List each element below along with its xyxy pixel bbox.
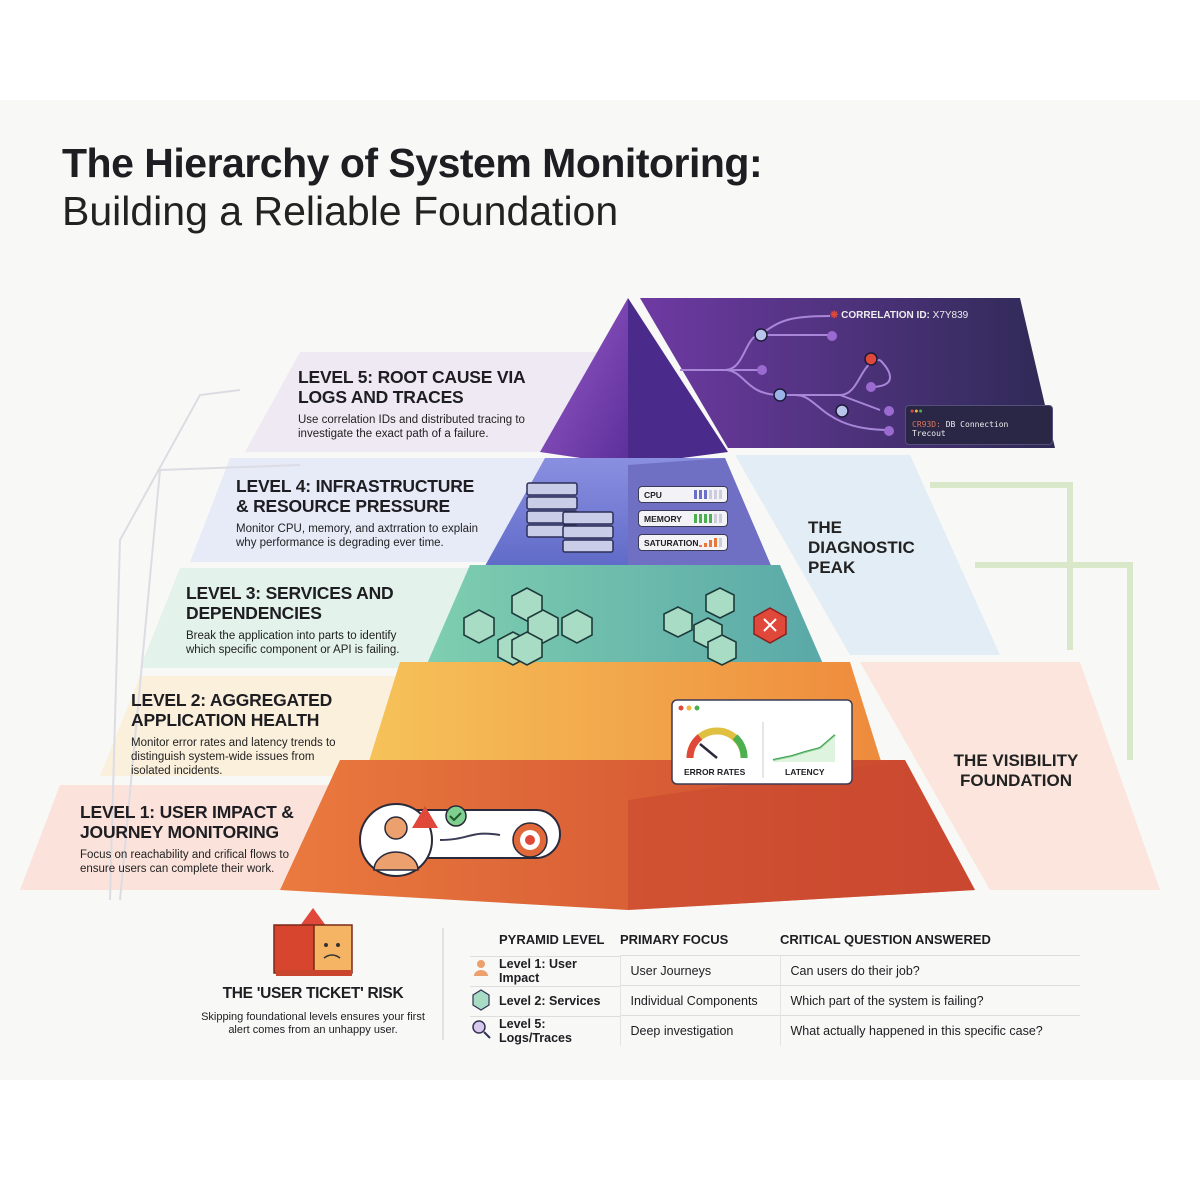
level-3-text: Break the application into parts to iden…	[186, 630, 400, 656]
user-icon	[474, 960, 488, 976]
divider	[442, 928, 444, 1040]
page-title: The Hierarchy of System Monitoring:	[62, 140, 763, 186]
error-rates-label: ERROR RATES	[684, 767, 746, 777]
services-cubes-icon	[463, 587, 737, 666]
level3-panel	[140, 568, 470, 668]
level1-panel	[20, 785, 360, 890]
metric-label: SATURATION	[644, 537, 699, 548]
level-2-text: Monitor error rates and latency trends t…	[131, 737, 336, 777]
correlation-value: X7Y839	[932, 310, 969, 321]
header-focus: PRIMARY FOCUS	[620, 932, 729, 947]
level-2-title: LEVEL 2: AGGREGATED APPLICATION HEALTH	[131, 690, 333, 730]
level-3-title: LEVEL 3: SERVICES AND DEPENDENCIES	[186, 583, 394, 623]
cube-icon	[472, 989, 490, 1011]
server-icon	[526, 482, 614, 553]
user-journey-icon	[359, 803, 561, 877]
cell-focus: Deep investigation	[619, 1015, 780, 1046]
metric-bars	[694, 490, 722, 499]
level-4-text: Monitor CPU, memory, and axtrration to e…	[236, 523, 479, 549]
header-question: CRITICAL QUESTION ANSWERED	[780, 932, 991, 947]
level-5-description: LEVEL 5: ROOT CAUSE VIA LOGS AND TRACES …	[298, 367, 558, 441]
dashboard-window	[671, 699, 853, 785]
failed-service-icon	[753, 607, 787, 644]
table-row: Level 2: Services Individual Components …	[470, 985, 1080, 1016]
page-subtitle: Building a Reliable Foundation	[62, 188, 619, 234]
cell-question: Can users do their job?	[779, 955, 1080, 986]
cell-level: Level 2: Services	[470, 985, 620, 1016]
risk-title: THE 'USER TICKET' RISK	[222, 985, 404, 1002]
level-4-description: LEVEL 4: INFRASTRUCTURE & RESOURCE PRESS…	[236, 476, 486, 550]
level-2-description: LEVEL 2: AGGREGATED APPLICATION HEALTH M…	[131, 690, 346, 778]
cell-level: Level 1: User Impact	[470, 955, 620, 986]
log-terminal: ●●● CR93D: DB Connection Trecout	[905, 405, 1053, 445]
metric-cpu: CPU	[638, 486, 728, 503]
level-1-title: LEVEL 1: USER IMPACT & JOURNEY MONITORIN…	[80, 802, 294, 842]
latency-label: LATENCY	[785, 767, 825, 777]
correlation-id: ❋ CORRELATION ID: X7Y839	[830, 310, 969, 321]
trace-tree	[680, 315, 891, 431]
level-5-text: Use correlation IDs and distributed trac…	[298, 414, 525, 440]
user-ticket-risk: THE 'USER TICKET' RISK Skipping foundati…	[200, 985, 426, 1037]
level-5-title: LEVEL 5: ROOT CAUSE VIA LOGS AND TRACES	[298, 367, 525, 407]
cell-focus: User Journeys	[619, 955, 780, 986]
table-row: Level 1: User Impact User Journeys Can u…	[470, 955, 1080, 986]
metric-memory: MEMORY	[638, 510, 728, 527]
header-level: PYRAMID LEVEL	[499, 932, 605, 948]
level-1-description: LEVEL 1: USER IMPACT & JOURNEY MONITORIN…	[80, 802, 305, 876]
magnifier-icon	[472, 1020, 491, 1039]
log-message: DB Connection Trecout	[912, 420, 1009, 438]
cell-focus: Individual Components	[619, 985, 780, 1016]
table-row: Level 5: Logs/Traces Deep investigation …	[470, 1015, 1080, 1046]
level-4-title: LEVEL 4: INFRASTRUCTURE & RESOURCE PRESS…	[236, 476, 475, 516]
cell-question: Which part of the system is failing?	[779, 985, 1080, 1016]
metric-label: CPU	[644, 489, 662, 500]
foundation-panel	[860, 662, 1160, 890]
table-header: PYRAMID LEVEL PRIMARY FOCUS CRITICAL QUE…	[470, 928, 1080, 956]
peak-panel	[735, 455, 1000, 655]
level-3-description: LEVEL 3: SERVICES AND DEPENDENCIES Break…	[186, 583, 416, 657]
level2-panel	[100, 676, 400, 776]
metric-bars	[699, 538, 722, 547]
level4-panel	[190, 458, 545, 562]
cell-level: Level 5: Logs/Traces	[470, 1015, 620, 1046]
user-ticket-risk-icon	[273, 908, 353, 976]
metric-bars	[694, 514, 722, 523]
metric-saturation: SATURATION	[638, 534, 728, 551]
log-prefix: CR93D:	[912, 420, 941, 429]
trace-nodes	[754, 328, 894, 436]
level5-panel	[245, 352, 600, 452]
diagnostic-peak-label: THE DIAGNOSTIC PEAK	[808, 518, 915, 577]
risk-text: Skipping foundational levels ensures you…	[201, 1011, 425, 1036]
metric-label: MEMORY	[644, 513, 682, 524]
summary-table: PYRAMID LEVEL PRIMARY FOCUS CRITICAL QUE…	[470, 928, 1080, 1046]
cell-question: What actually happened in this specific …	[779, 1015, 1080, 1046]
visibility-foundation-label: THE VISIBILITY FOUNDATION	[953, 751, 1079, 790]
correlation-label: CORRELATION ID:	[841, 310, 930, 321]
level-1-text: Focus on reachability and crifical flows…	[80, 849, 290, 875]
